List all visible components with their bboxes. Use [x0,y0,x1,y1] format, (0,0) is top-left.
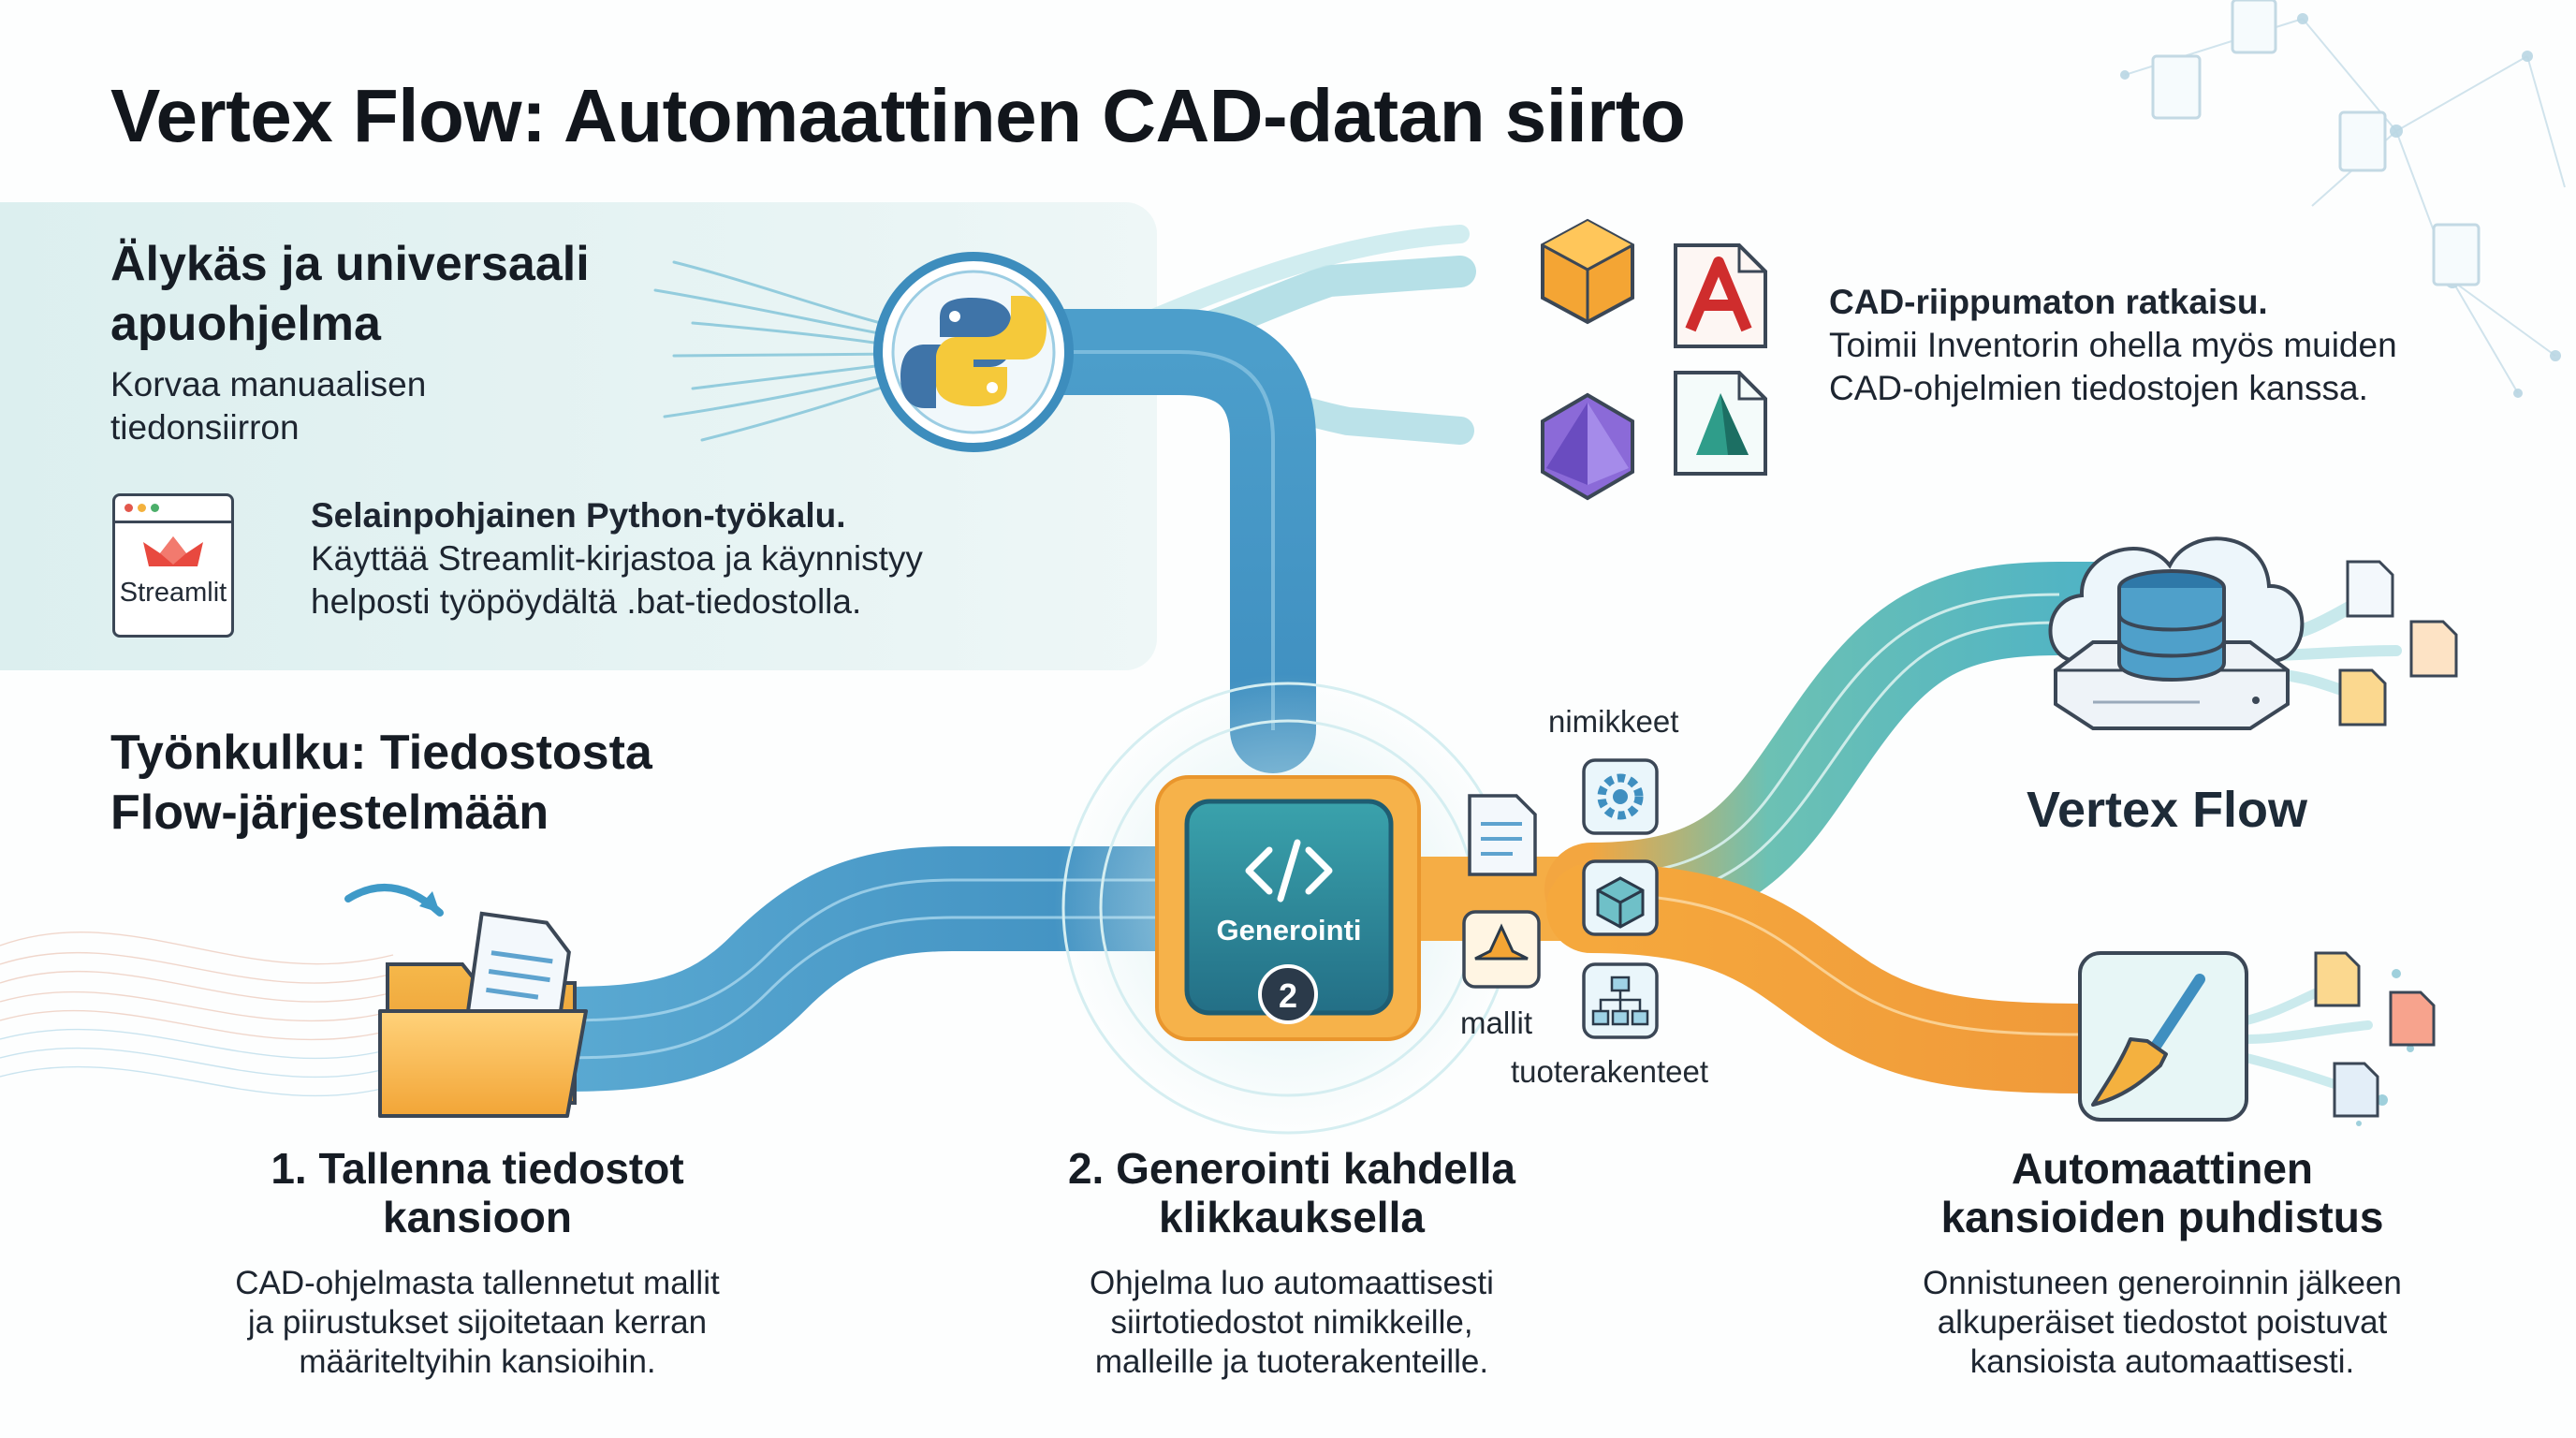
step-2-body-line3: malleille ja tuoterakenteille. [1094,1343,1489,1380]
cloud-server-icon [2048,536,2305,730]
step-3-body-line2: alkuperäiset tiedostot poistuvat [1937,1304,2388,1341]
step-1: 1. Tallenna tiedostot kansioon CAD-ohjel… [187,1144,768,1382]
streamlit-logo-text: Streamlit [119,578,227,608]
streamlit-browser-icon: Streamlit [112,493,234,638]
step-1-body-line2: ja piirustukset sijoitetaan kerran [247,1304,708,1341]
workflow-heading-line1: Työnkulku: Tiedostosta [110,726,652,780]
step-2-title-line1: 2. Generointi kahdella [1067,1144,1516,1193]
autocad-file-icon [1674,243,1767,348]
workflow-heading-line2: Flow-järjestelmään [110,785,549,840]
hierarchy-icon [1582,962,1659,1039]
intro-body: Korvaa manuaalisen tiedonsiirron [110,363,426,449]
cad-cube-orange-icon [1541,218,1634,325]
step-3: Automaattinen kansioiden puhdistus Onnis… [1863,1144,2462,1382]
cad-text: CAD-riippumaton ratkaisu. Toimii Invento… [1829,281,2397,410]
wave-decoration [0,932,394,1041]
output-label-tuoterakenteet: tuoterakenteet [1511,1054,1708,1089]
step-1-body-line3: määriteltyihin kansioihin. [299,1343,656,1380]
wave-decoration-blue [0,1028,394,1097]
page-title: Vertex Flow: Automaattinen CAD-datan sii… [110,74,1686,157]
cad-file-teal-icon [1674,371,1767,476]
output-label-mallit: mallit [1460,1005,1533,1040]
step-1-body-line1: CAD-ohjelmasta tallennetut mallit [235,1265,720,1301]
generator-box [1155,775,1421,1041]
step-3-body-line1: Onnistuneen generoinnin jälkeen [1923,1265,2402,1301]
cad-body-line2: CAD-ohjelmien tiedostojen kanssa. [1829,369,2368,407]
cleanup-doc-icons [2314,951,2436,1118]
doc-decorations [2151,0,2481,286]
streamlit-body-line2: helposti työpöydältä .bat-tiedostolla. [311,582,862,621]
intro-heading-line2: apuohjelma [110,297,381,351]
step-2-body-line1: Ohjelma luo automaattisesti [1090,1265,1494,1301]
step-1-title-line2: kansioon [383,1193,572,1241]
streamlit-body-line1: Käyttää Streamlit-kirjastoa ja käynnisty… [311,539,923,578]
browser-titlebar [115,496,231,523]
output-label-nimikkeet: nimikkeet [1548,704,1679,739]
step-3-body-line3: kansioista automaattisesti. [1969,1343,2355,1380]
document-icon [1468,794,1537,876]
intro-body-line2: tiedonsiirron [110,408,300,447]
broom-icon [2078,951,2248,1122]
code-icon [1245,839,1333,902]
step-2: 2. Generointi kahdella klikkauksella Ohj… [992,1144,1591,1382]
generator-step-badge: 2 [1278,976,1298,1015]
cad-pyramid-purple-icon [1541,392,1634,501]
step-3-title-line1: Automaattinen [2012,1144,2313,1193]
intro-body-line1: Korvaa manuaalisen [110,365,427,404]
gear-icon [1582,758,1659,835]
generator-label: Generointi [1216,914,1362,946]
workflow-heading: Työnkulku: Tiedostosta Flow-järjestelmää… [110,723,652,843]
streamlit-heading: Selainpohjainen Python-työkalu. [311,496,846,535]
python-logo-icon [873,252,1074,452]
streamlit-crown-icon [143,536,203,566]
intro-heading: Älykäs ja universaali apuohjelma [110,234,590,354]
speed-lines [653,260,900,442]
cad-heading: CAD-riippumaton ratkaisu. [1829,283,2268,321]
streamlit-text: Selainpohjainen Python-työkalu. Käyttää … [311,494,923,624]
cad-body-line1: Toimii Inventorin ohella myös muiden [1829,326,2397,364]
intro-heading-line1: Älykäs ja universaali [110,237,590,291]
step-2-body-line2: siirtotiedostot nimikkeille, [1110,1304,1473,1341]
step-2-title-line2: klikkauksella [1159,1193,1425,1241]
step-3-title-line2: kansioiden puhdistus [1940,1193,2384,1241]
vertex-flow-label: Vertex Flow [2026,782,2308,838]
cube-model-icon [1582,859,1659,936]
server-doc-icons [2338,560,2458,726]
step-1-title-line1: 1. Tallenna tiedostot [271,1144,684,1193]
folder-icon [344,884,588,1118]
model-part-icon [1462,910,1541,989]
